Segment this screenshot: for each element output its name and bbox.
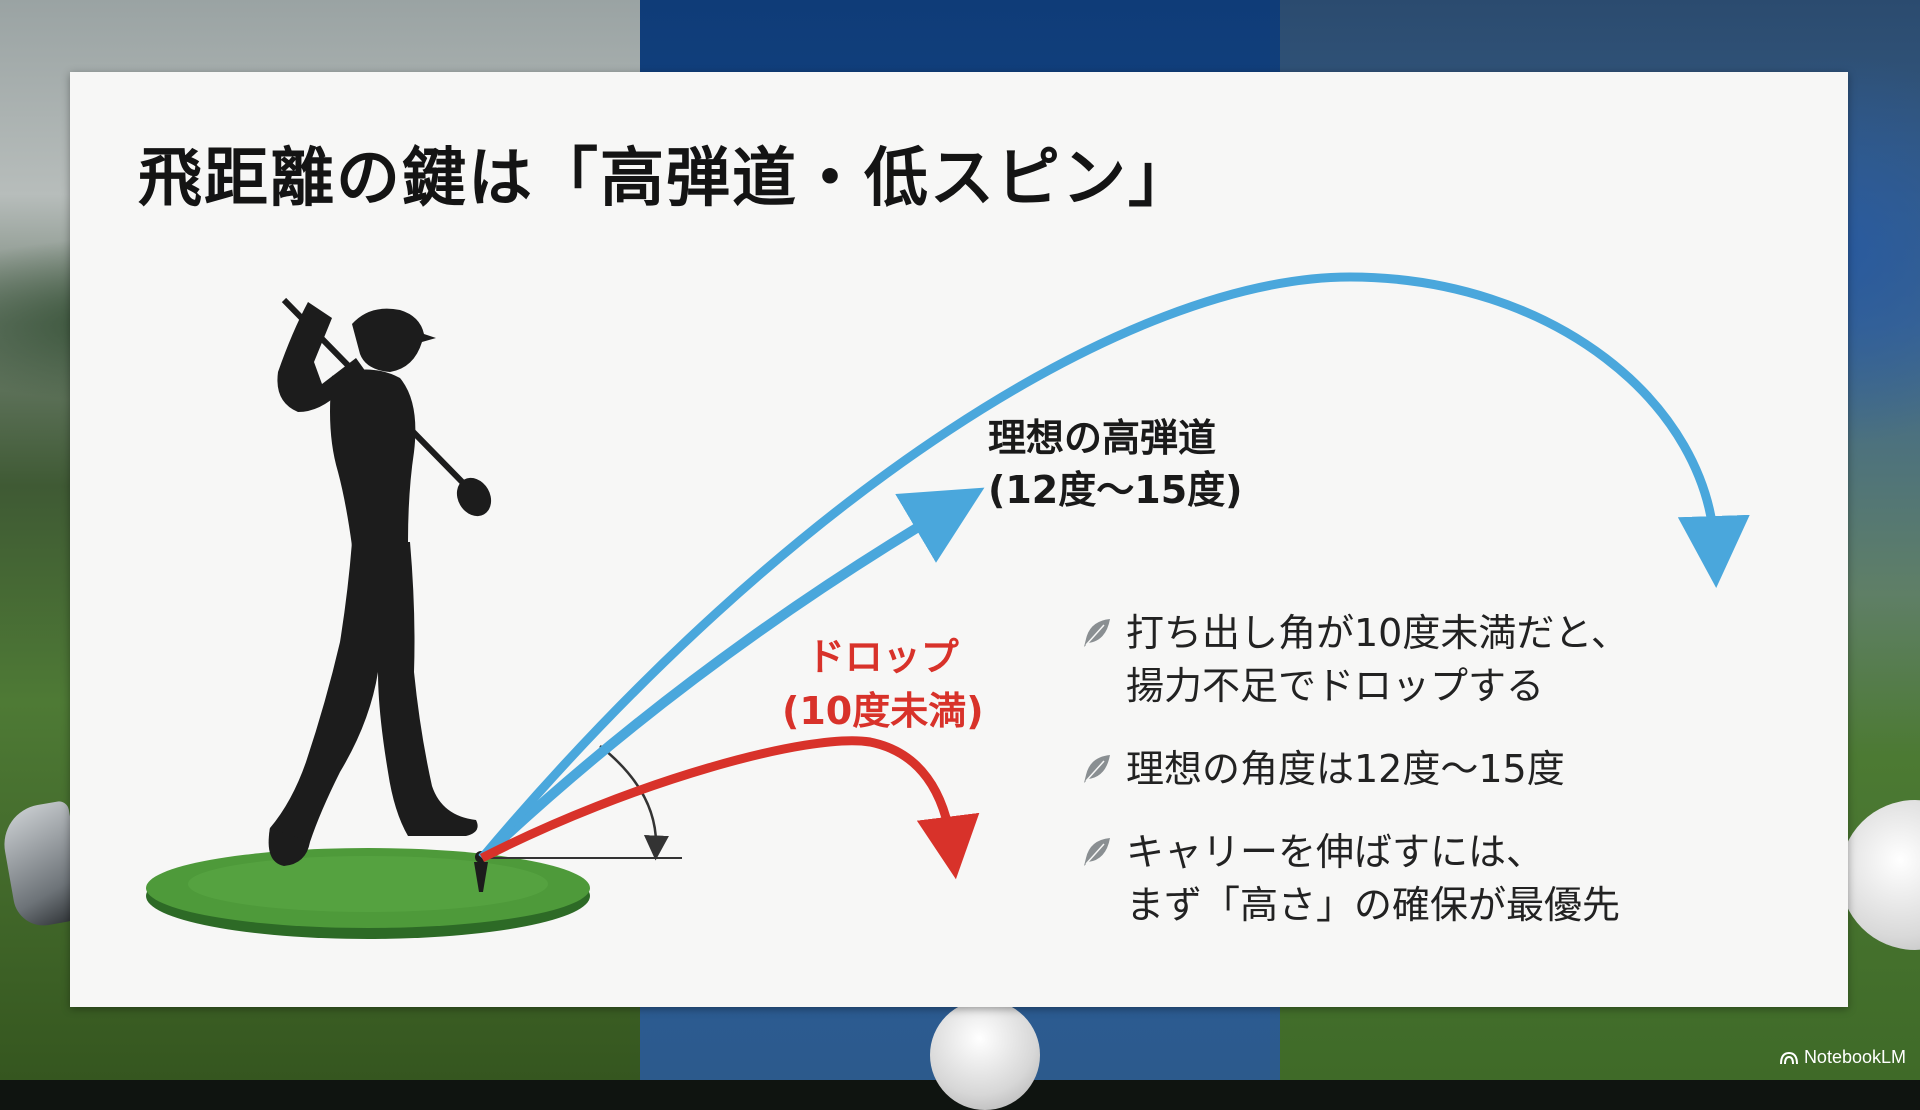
angle-arc-icon — [599, 745, 669, 861]
tee-ground-icon — [146, 848, 590, 939]
feather-icon — [1084, 755, 1110, 783]
slide-title: 飛距離の鍵は「高弾道・低スピン」 — [138, 142, 1194, 216]
ideal-trajectory-label: 理想の高弾道 (12度〜15度) — [988, 412, 1243, 516]
ideal-label-line2: (12度〜15度) — [988, 468, 1243, 512]
feather-icon — [1084, 838, 1110, 866]
drop-trajectory-label: ドロップ (10度未満) — [782, 630, 984, 738]
drop-trajectory-arrow — [479, 736, 980, 880]
bullet-text: 理想の角度は12度〜15度 — [1126, 747, 1565, 791]
brand-label: NotebookLM — [1803, 1047, 1906, 1067]
list-item: 理想の角度は12度〜15度 — [1080, 743, 1629, 796]
trajectory-diagram — [146, 272, 1750, 939]
ideal-label-line1: 理想の高弾道 — [988, 416, 1217, 460]
slide-card: 飛距離の鍵は「高弾道・低スピン」 — [70, 72, 1848, 1007]
background-golf-ball-bottom — [930, 1000, 1040, 1110]
drop-label-line1: ドロップ — [806, 635, 959, 679]
notebooklm-branding: NotebookLM — [1779, 1047, 1906, 1068]
golfer-silhouette-icon — [268, 297, 492, 866]
bullet-text: 打ち出し角が10度未満だと、 揚力不足でドロップする — [1126, 611, 1629, 708]
bullet-text: キャリーを伸ばすには、 まず「高さ」の確保が最優先 — [1126, 830, 1621, 927]
key-points-list: 打ち出し角が10度未満だと、 揚力不足でドロップする 理想の角度は12度〜15度… — [1080, 607, 1629, 962]
ideal-trajectory-arc — [478, 272, 1750, 861]
ideal-launch-arrow — [478, 487, 985, 862]
notebooklm-logo-icon — [1779, 1051, 1798, 1064]
feather-icon — [1084, 619, 1110, 647]
list-item: キャリーを伸ばすには、 まず「高さ」の確保が最優先 — [1080, 826, 1629, 932]
list-item: 打ち出し角が10度未満だと、 揚力不足でドロップする — [1080, 607, 1629, 713]
drop-label-line2: (10度未満) — [782, 689, 984, 733]
